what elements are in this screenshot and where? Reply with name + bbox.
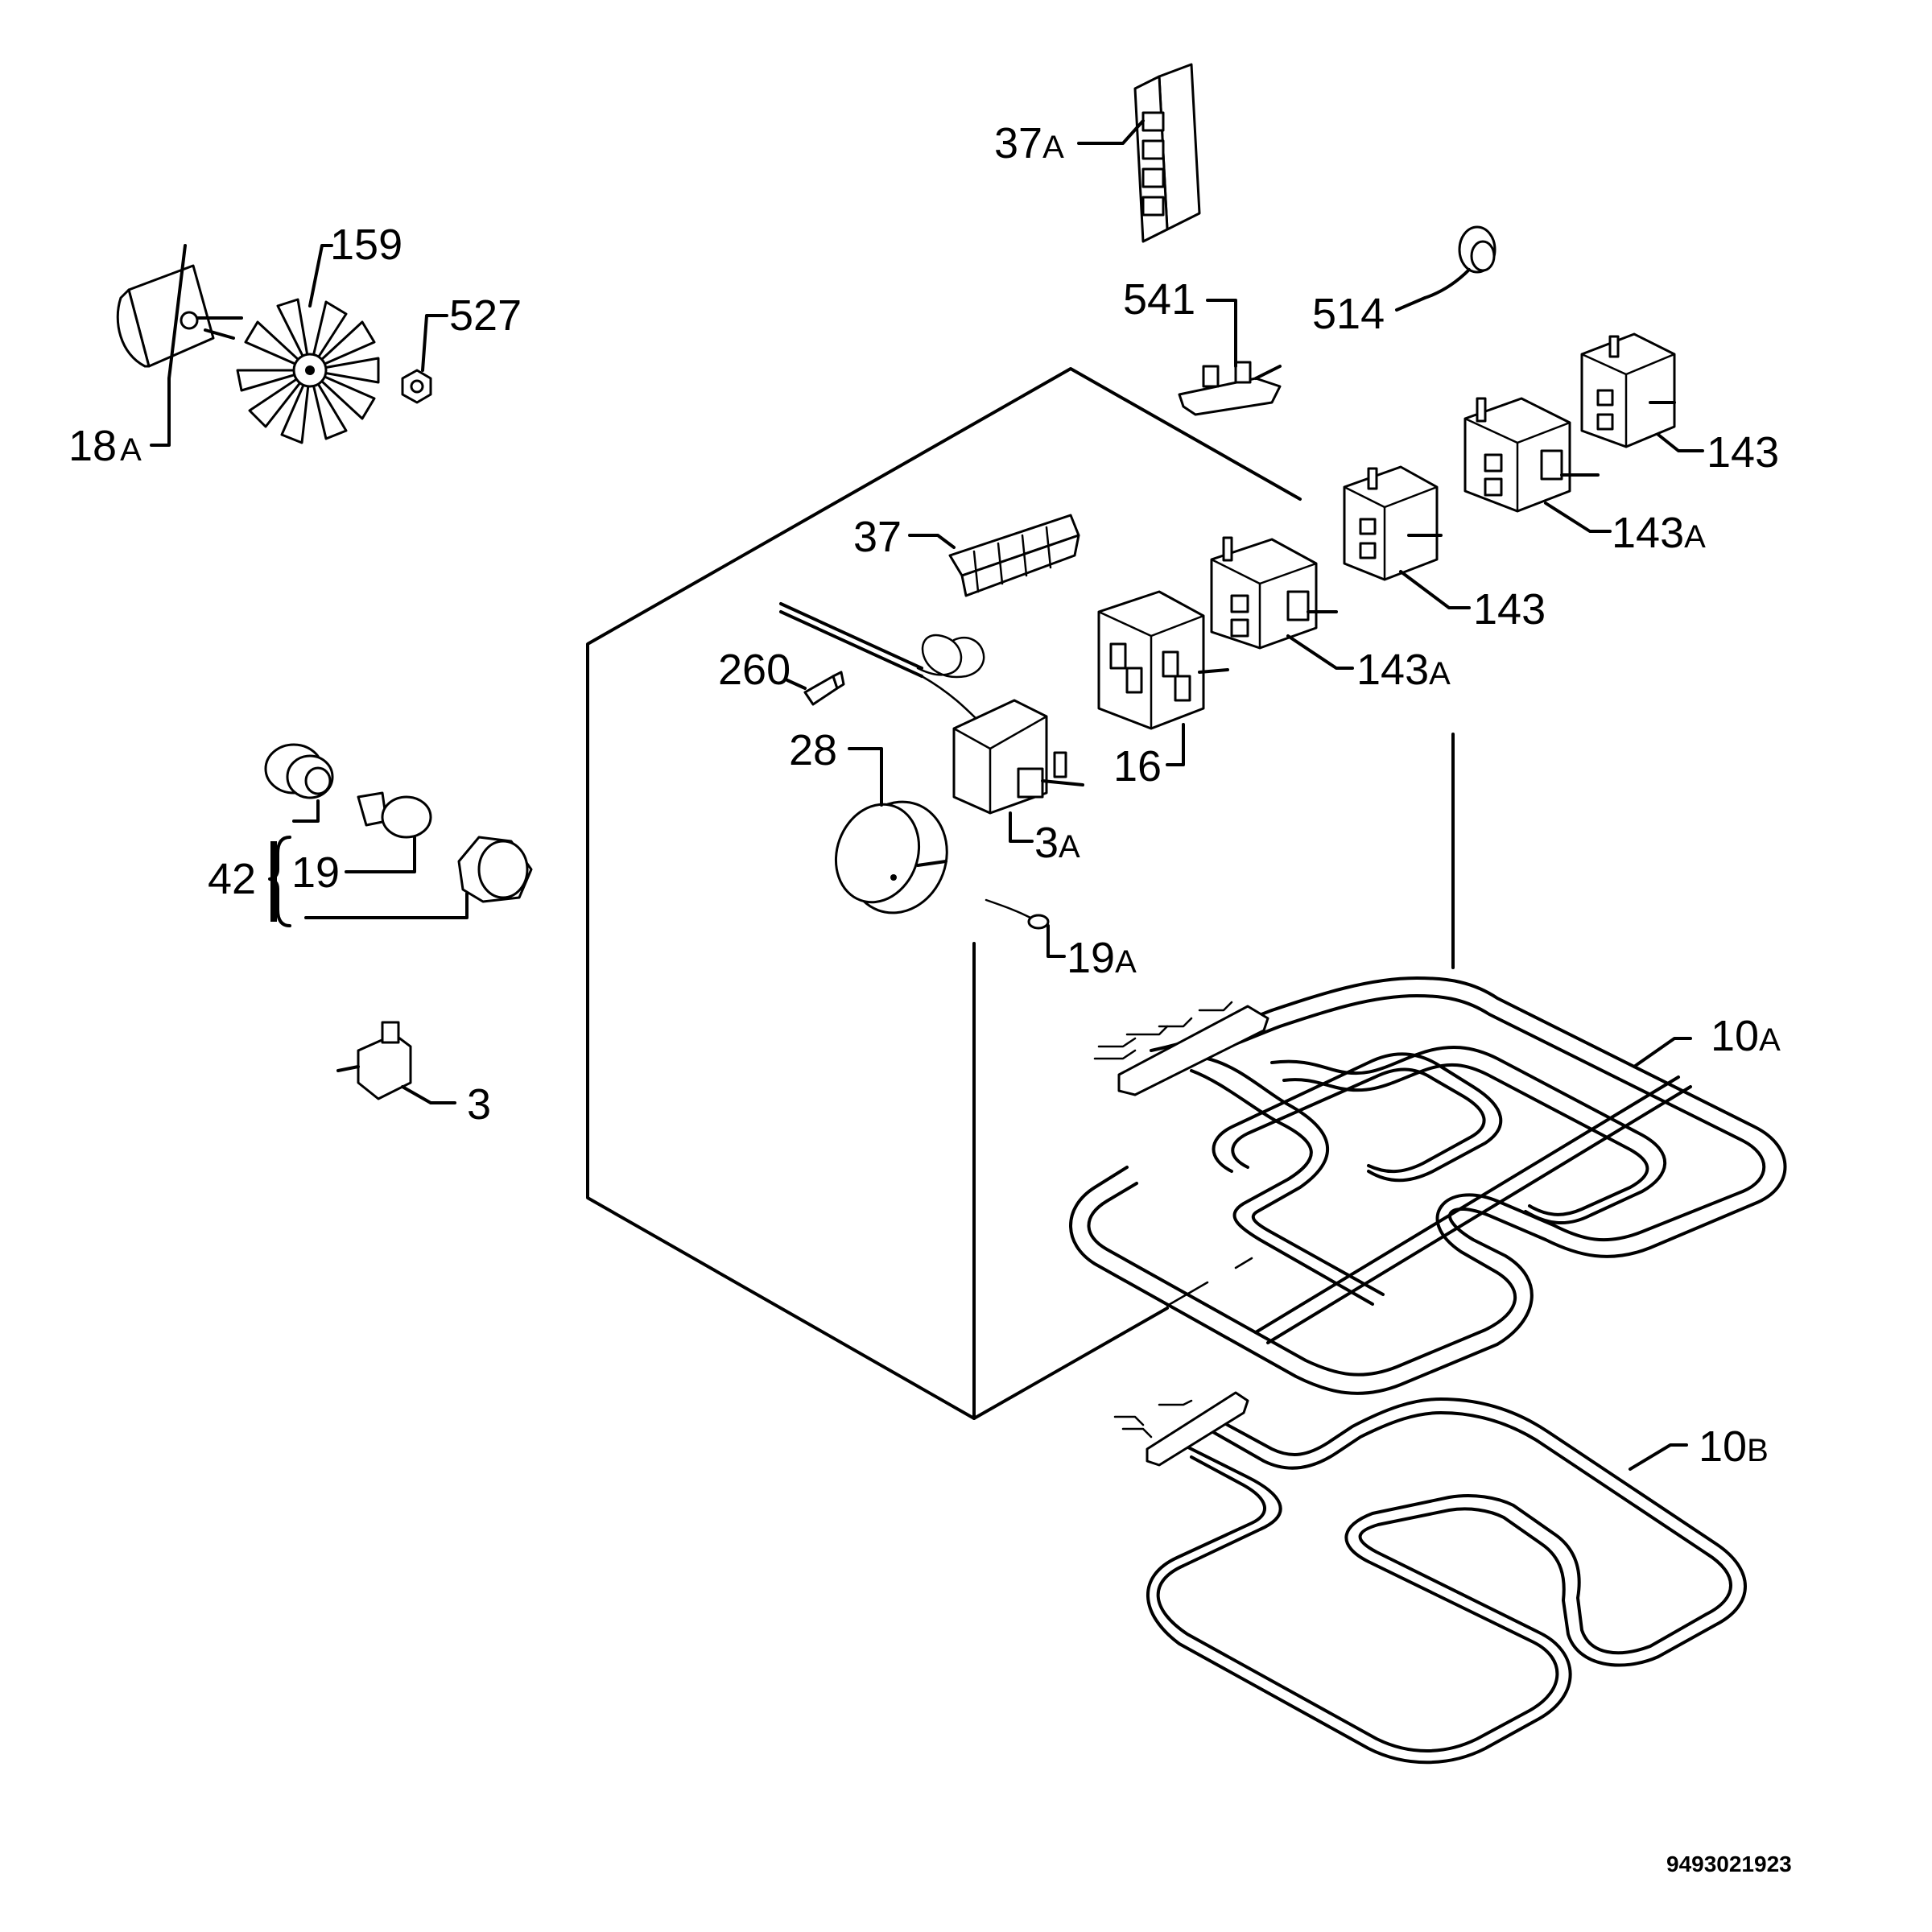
label-10a: 10A <box>1711 1012 1781 1060</box>
label-3a: 3A <box>1034 819 1080 867</box>
wire-19a <box>985 898 1066 958</box>
probe-260 <box>786 671 845 706</box>
thermal-fuse-3 <box>336 1021 456 1104</box>
switch-143-mid <box>1343 465 1471 609</box>
label-37a: 37A <box>994 119 1064 167</box>
label-10b: 10B <box>1699 1422 1769 1471</box>
label-19: 19 <box>291 848 340 897</box>
oven-lamp-assembly-42 <box>264 743 533 927</box>
label-37: 37 <box>853 513 902 561</box>
lamp-holder-514 <box>1395 225 1496 312</box>
label-143-mid: 143 <box>1473 585 1546 634</box>
fan-motor-18a <box>116 244 243 447</box>
label-16: 16 <box>1113 742 1162 791</box>
label-28: 28 <box>789 726 837 774</box>
label-260: 260 <box>718 646 791 694</box>
fan-blade-159 <box>236 244 380 444</box>
label-143a-mid: 143A <box>1356 646 1451 694</box>
label-527: 527 <box>449 291 522 340</box>
switch-143a-top <box>1463 397 1612 533</box>
terminal-block-37a <box>1077 63 1201 243</box>
thermostat-3a <box>779 602 1084 843</box>
drawing-code: 9493021923 <box>1666 1852 1792 1876</box>
label-143a-top: 143A <box>1612 509 1706 557</box>
label-159: 159 <box>330 221 402 269</box>
terminal-block-37 <box>908 514 1080 597</box>
oven-cabinet-outline <box>586 367 1455 1420</box>
label-42: 42 <box>208 855 256 903</box>
switch-143a-mid <box>1210 536 1354 670</box>
timer-28 <box>834 747 948 914</box>
label-541: 541 <box>1123 275 1195 324</box>
label-19a: 19A <box>1067 934 1137 982</box>
label-514: 514 <box>1312 290 1385 338</box>
label-143-top: 143 <box>1707 428 1779 477</box>
switch-143-top <box>1580 332 1704 452</box>
thermal-cutout-541 <box>1178 299 1282 416</box>
label-3: 3 <box>467 1080 491 1129</box>
grill-element-10a <box>1069 976 1787 1395</box>
selector-switch-16 <box>1097 590 1229 766</box>
bottom-element-10b <box>1113 1391 1747 1765</box>
nut-527 <box>401 314 448 404</box>
